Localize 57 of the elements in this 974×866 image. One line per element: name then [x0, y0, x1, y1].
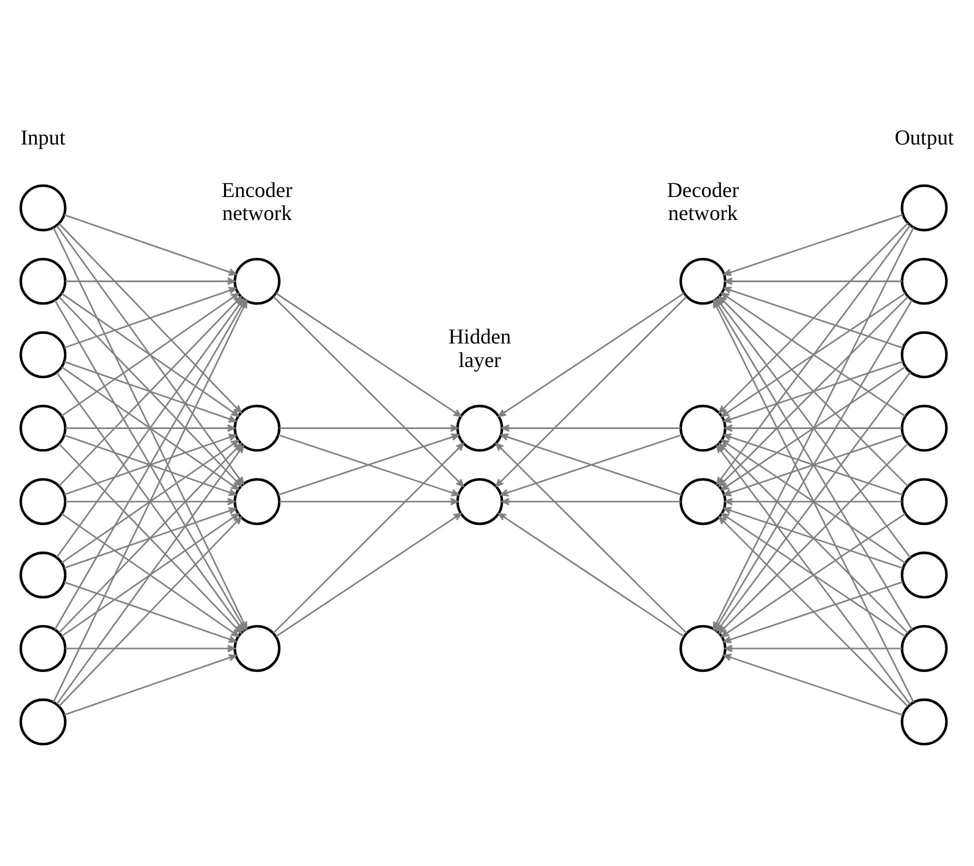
arrow [502, 424, 681, 432]
node-circle [20, 552, 66, 599]
arrow [498, 292, 684, 417]
arrow [724, 424, 902, 432]
arrow [724, 644, 902, 652]
node-circle [20, 625, 66, 672]
node-circle [20, 478, 66, 526]
label: Output [894, 126, 954, 150]
arrow [723, 654, 903, 716]
node-circle [900, 478, 948, 526]
arrow [718, 516, 908, 707]
arrow [276, 512, 462, 638]
arrow [723, 286, 903, 349]
arrow [64, 654, 237, 716]
node-circle [20, 184, 66, 232]
node-circle [900, 258, 948, 305]
arrow [724, 498, 902, 506]
node-circle [900, 552, 948, 599]
arrow [280, 498, 458, 506]
arrow [64, 581, 237, 643]
label: Input [20, 126, 66, 150]
node-circle [900, 184, 948, 232]
arrow [723, 506, 903, 569]
node-circle [900, 625, 948, 672]
node-circle [900, 331, 948, 378]
arrow [65, 424, 236, 432]
arrow [64, 507, 237, 569]
arrow [721, 366, 906, 490]
node-circle [20, 698, 66, 746]
arrow [496, 442, 687, 634]
node-circle [20, 331, 66, 378]
label: Decoder network [666, 178, 739, 226]
arrow [280, 424, 458, 432]
node-circle [20, 258, 66, 305]
arrow [723, 214, 903, 276]
label: Encoder network [222, 178, 292, 226]
arrow [272, 442, 464, 634]
arrow [502, 498, 681, 506]
arrow [65, 644, 236, 652]
arrow [64, 286, 237, 348]
arrow [721, 439, 906, 564]
arrow [64, 361, 237, 423]
arrow [498, 512, 684, 638]
arrow [65, 277, 236, 286]
arrow [272, 296, 464, 487]
arrow [64, 214, 237, 276]
arrow [721, 512, 906, 638]
arrow [723, 360, 903, 423]
arrow [276, 292, 462, 417]
arrow [496, 296, 687, 487]
label: Hidden layer [448, 324, 512, 372]
arrow [723, 581, 903, 644]
arrow [724, 277, 902, 286]
node-circle [900, 698, 948, 746]
arrow [65, 498, 236, 506]
node-circle [900, 404, 948, 452]
node-circle [20, 404, 66, 452]
